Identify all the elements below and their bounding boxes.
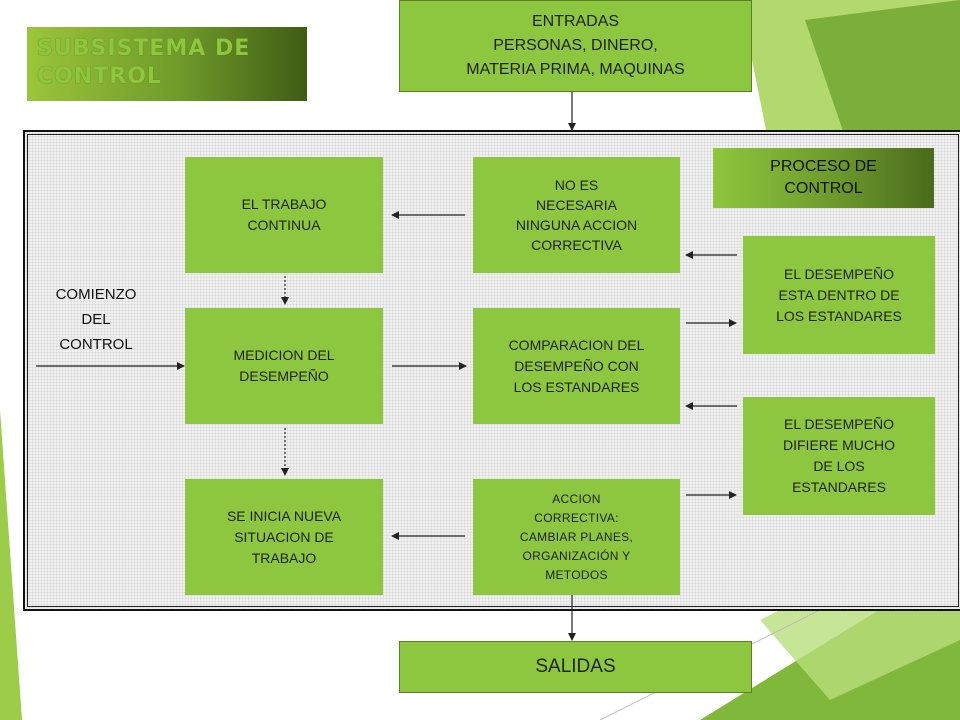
comparison-box: COMPARACION DEL DESEMPEÑO CON LOS ESTAND… [473, 308, 680, 424]
measurement-box: MEDICION DEL DESEMPEÑO [185, 308, 383, 424]
inputs-box: ENTRADAS PERSONAS, DINERO, MATERIA PRIMA… [399, 0, 752, 92]
within-standards-text: EL DESEMPEÑO ESTA DENTRO DE LOS ESTANDAR… [776, 265, 902, 324]
measurement-text: MEDICION DEL DESEMPEÑO [233, 347, 335, 384]
new-situation-box: SE INICIA NUEVA SITUACION DE TRABAJO [185, 479, 383, 595]
differs-text: EL DESEMPEÑO DIFIERE MUCHO DE LOS ESTAND… [783, 416, 895, 495]
inputs-text: ENTRADAS PERSONAS, DINERO, MATERIA PRIMA… [466, 13, 685, 78]
outputs-text: SALIDAS [535, 656, 616, 677]
diagram-title: SUBSISTEMA DE CONTROL [27, 27, 307, 101]
start-label: COMIENZO DEL CONTROL [55, 286, 137, 353]
work-continues-text: EL TRABAJO CONTINUA [241, 196, 327, 233]
no-action-text: NO ES NECESARIA NINGUNA ACCION CORRECTIV… [515, 177, 638, 253]
no-action-box: NO ES NECESARIA NINGUNA ACCION CORRECTIV… [473, 157, 680, 273]
process-label: PROCESO DE CONTROL [713, 148, 934, 208]
differs-box: EL DESEMPEÑO DIFIERE MUCHO DE LOS ESTAND… [743, 397, 935, 515]
outputs-box: SALIDAS [399, 641, 752, 693]
work-continues-box: EL TRABAJO CONTINUA [185, 157, 383, 273]
new-situation-text: SE INICIA NUEVA SITUACION DE TRABAJO [226, 507, 342, 566]
corrective-action-text: ACCION CORRECTIVA: CAMBIAR PLANES, ORGAN… [519, 491, 634, 582]
comparison-text: COMPARACION DEL DESEMPEÑO CON LOS ESTAND… [508, 336, 645, 395]
corrective-action-box: ACCION CORRECTIVA: CAMBIAR PLANES, ORGAN… [473, 479, 680, 595]
left-green-shape [0, 410, 22, 720]
within-standards-box: EL DESEMPEÑO ESTA DENTRO DE LOS ESTANDAR… [743, 236, 935, 354]
